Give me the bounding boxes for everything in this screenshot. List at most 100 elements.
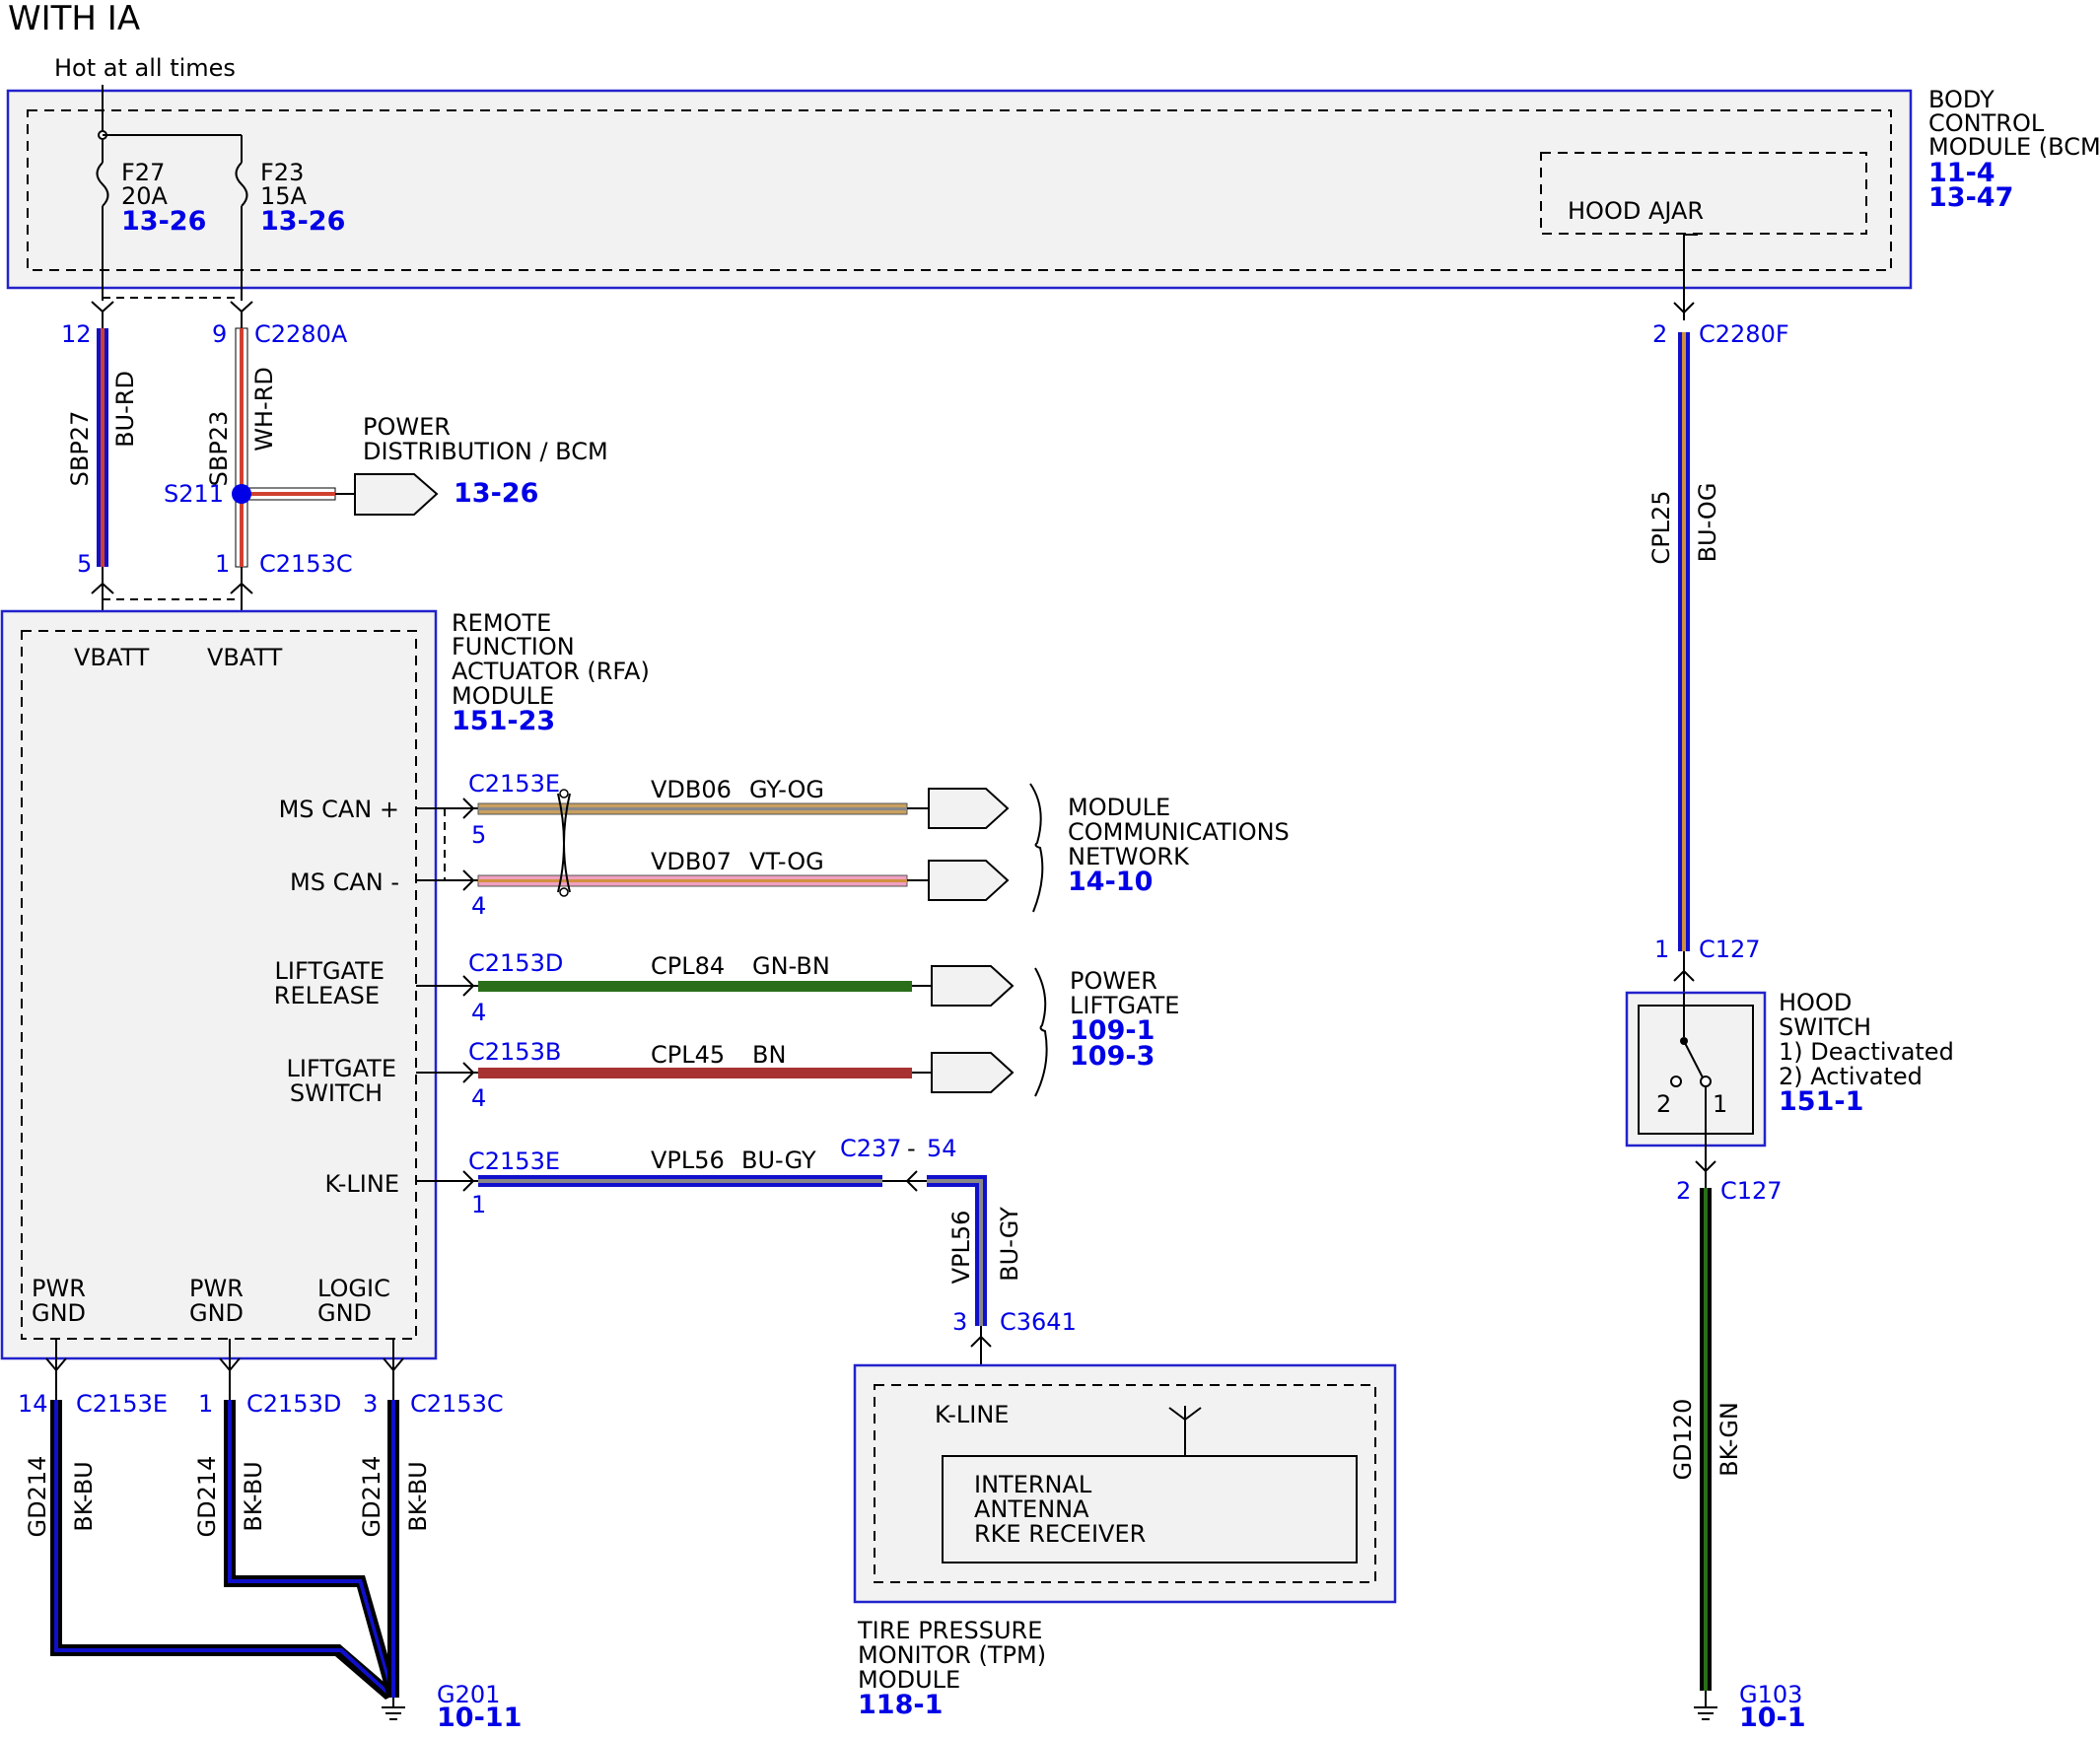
mcn-ref[interactable]: 14-10 bbox=[1068, 867, 1153, 897]
rfa-pin-liftgate-switch-2: SWITCH bbox=[290, 1079, 383, 1107]
ground-g103-id: G103 bbox=[1739, 1681, 1802, 1708]
power-dist-ref[interactable]: 13-26 bbox=[454, 478, 538, 509]
wire-sbp27-circuit: SBP27 bbox=[66, 411, 94, 487]
conn-liftgate-switch[interactable]: C2153B bbox=[468, 1038, 561, 1066]
connector-c2280a[interactable]: C2280A bbox=[254, 320, 348, 348]
pin-k-line: 1 bbox=[471, 1191, 486, 1218]
liftgate-arrow-2[interactable] bbox=[931, 1052, 1015, 1093]
wire-gd214-b bbox=[224, 1400, 399, 1698]
power-dist-arrow[interactable] bbox=[354, 473, 439, 516]
antenna-icon bbox=[1168, 1406, 1202, 1456]
connector-c2153c[interactable]: C2153C bbox=[259, 550, 353, 578]
liftgate-ref-2[interactable]: 109-3 bbox=[1070, 1041, 1155, 1072]
wire-gd214-c-circuit: GD214 bbox=[358, 1456, 385, 1538]
switch-icon[interactable] bbox=[1670, 993, 1712, 1146]
twisted-pair-mark bbox=[557, 793, 571, 893]
wire-gd214-a-circuit: GD214 bbox=[24, 1456, 51, 1538]
tpm-name-2: MONITOR (TPM) bbox=[858, 1641, 1046, 1669]
rfa-pin-k-line: K-LINE bbox=[325, 1170, 399, 1198]
mcn-arrow-1[interactable] bbox=[928, 788, 1010, 829]
hood-pin-1: 1 bbox=[1654, 936, 1669, 963]
gnd-conn-c2153d[interactable]: C2153D bbox=[246, 1390, 341, 1418]
pin-1: 1 bbox=[215, 550, 230, 578]
power-dist-name-2: DISTRIBUTION / BCM bbox=[363, 438, 608, 465]
wire-gd214-c-color: BK-BU bbox=[404, 1461, 432, 1532]
rfa-pin-ms-can-plus: MS CAN + bbox=[279, 796, 399, 823]
fuse-f27 bbox=[96, 162, 109, 207]
tpm-ref[interactable]: 118-1 bbox=[858, 1690, 943, 1720]
mcn-brace bbox=[1029, 783, 1044, 913]
bcm-name-2: CONTROL bbox=[1928, 109, 2045, 137]
ground-g201-icon bbox=[382, 1698, 405, 1720]
rfa-name-2: FUNCTION bbox=[452, 633, 575, 660]
wire-sbp23-circuit: SBP23 bbox=[205, 411, 233, 487]
hood-switch-pos-1: 1 bbox=[1713, 1090, 1727, 1118]
hood-switch-name-3: 1) Deactivated bbox=[1779, 1038, 1954, 1066]
conn-ms-can-plus[interactable]: C2153E bbox=[468, 770, 560, 798]
pin-5: 5 bbox=[77, 550, 92, 578]
wire-gd214-b-circuit: GD214 bbox=[193, 1456, 221, 1538]
fuse-f23-ref[interactable]: 13-26 bbox=[260, 206, 345, 237]
rfa-name-3: ACTUATOR (RFA) bbox=[452, 658, 650, 685]
bcm-ref-1[interactable]: 11-4 bbox=[1928, 158, 1995, 188]
liftgate-name-2: LIFTGATE bbox=[1070, 992, 1179, 1019]
ground-g201-ref[interactable]: 10-11 bbox=[437, 1702, 522, 1733]
tpm-name-1: TIRE PRESSURE bbox=[857, 1617, 1042, 1644]
conn-k-line[interactable]: C2153E bbox=[468, 1147, 560, 1175]
bcm-box bbox=[6, 89, 1913, 290]
gnd-conn-c2153e[interactable]: C2153E bbox=[76, 1390, 168, 1418]
pin-ms-can-plus: 5 bbox=[471, 821, 486, 849]
rfa-gnd-2-l1: PWR bbox=[189, 1275, 244, 1302]
rfa-name-4: MODULE bbox=[452, 682, 554, 710]
rfa-pin-liftgate-release-1: LIFTGATE bbox=[275, 957, 385, 985]
connector-c127-top[interactable]: C127 bbox=[1699, 936, 1761, 963]
wire-vdb06-circuit: VDB06 bbox=[651, 776, 732, 803]
gnd-pin-3: 3 bbox=[363, 1390, 378, 1418]
hood-pin-2: 2 bbox=[1652, 320, 1667, 348]
liftgate-arrow-1[interactable] bbox=[931, 965, 1015, 1007]
wire-cpl25-circuit: CPL25 bbox=[1647, 490, 1675, 564]
fuse-f23 bbox=[235, 162, 248, 207]
connector-c3641[interactable]: C3641 bbox=[1000, 1308, 1077, 1336]
wire-sbp27-color: BU-RD bbox=[111, 371, 139, 448]
liftgate-ref-1[interactable]: 109-1 bbox=[1070, 1015, 1155, 1046]
wire-vdb07-circuit: VDB07 bbox=[651, 848, 732, 875]
wire-cpl84-circuit: CPL84 bbox=[651, 952, 725, 980]
ground-g103-ref[interactable]: 10-1 bbox=[1739, 1702, 1806, 1733]
splice-s211[interactable] bbox=[232, 484, 251, 504]
rfa-pin-liftgate-switch-1: LIFTGATE bbox=[287, 1055, 396, 1082]
wire-cpl84 bbox=[478, 981, 912, 992]
tpm-name-3: MODULE bbox=[858, 1666, 960, 1694]
power-dist-name-1: POWER bbox=[363, 413, 451, 441]
connector-c237-pin: 54 bbox=[927, 1135, 957, 1162]
fuse-f23-id: F23 bbox=[260, 159, 304, 186]
wire-gd214-a-color: BK-BU bbox=[70, 1461, 98, 1532]
connector-c237[interactable]: C237 bbox=[840, 1135, 902, 1162]
connector-c2280f[interactable]: C2280F bbox=[1699, 320, 1789, 348]
ground-g201-id: G201 bbox=[437, 1681, 500, 1708]
wire-vpl56-circuit: VPL56 bbox=[651, 1146, 725, 1174]
bcm-ref-2[interactable]: 13-47 bbox=[1928, 182, 2013, 213]
fuse-f27-ref[interactable]: 13-26 bbox=[121, 206, 206, 237]
ground-g103-icon bbox=[1694, 1691, 1717, 1720]
wire-gd120-circuit: GD120 bbox=[1669, 1399, 1697, 1481]
rfa-module-inner bbox=[21, 630, 417, 1340]
rfa-gnd-3-l2: GND bbox=[317, 1299, 372, 1327]
connector-c127-bottom[interactable]: C127 bbox=[1720, 1177, 1783, 1205]
pin-9: 9 bbox=[212, 320, 227, 348]
mcn-arrow-2[interactable] bbox=[928, 860, 1010, 901]
pin-ms-can-minus: 4 bbox=[471, 892, 486, 920]
rfa-name-1: REMOTE bbox=[452, 609, 551, 637]
mcn-name-3: NETWORK bbox=[1068, 843, 1190, 870]
rfa-ref[interactable]: 151-23 bbox=[452, 706, 555, 736]
pin-liftgate-release: 4 bbox=[471, 999, 486, 1026]
wire-gd214-b-color: BK-BU bbox=[240, 1461, 267, 1532]
gnd-conn-c2153c[interactable]: C2153C bbox=[410, 1390, 504, 1418]
hood-switch-ref[interactable]: 151-1 bbox=[1779, 1086, 1863, 1117]
wire-vpl56v-circuit: VPL56 bbox=[947, 1211, 975, 1285]
fuse-f27-id: F27 bbox=[121, 159, 165, 186]
conn-liftgate-release[interactable]: C2153D bbox=[468, 949, 563, 977]
connector-c237-dash: - bbox=[907, 1135, 916, 1162]
wire-vpl56v-color: BU-GY bbox=[996, 1207, 1023, 1282]
